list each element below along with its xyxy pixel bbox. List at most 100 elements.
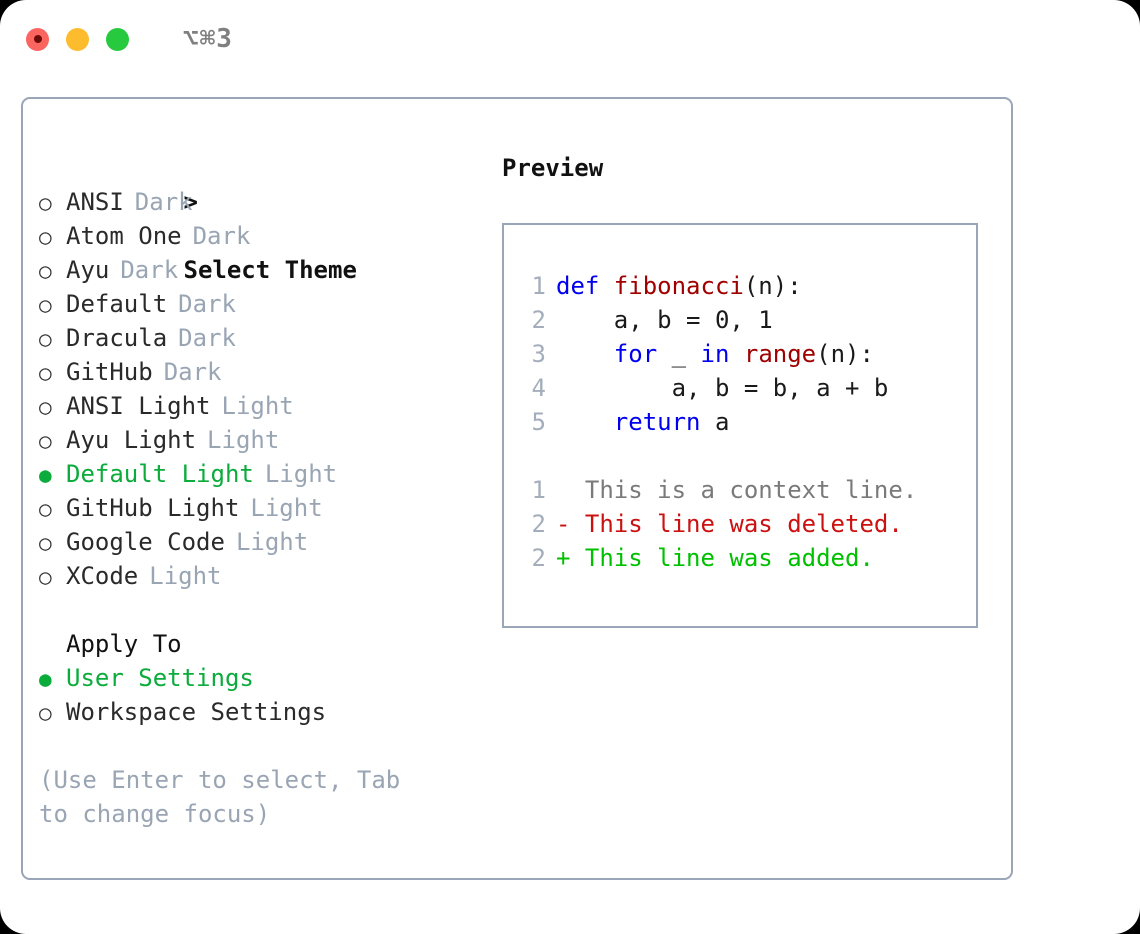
theme-option-default[interactable]: ○ Default Dark	[39, 287, 479, 321]
code-token-kw: def	[556, 272, 614, 300]
code-line-number: 2	[531, 306, 546, 334]
theme-option-default-light[interactable]: ● Default Light Light	[39, 457, 479, 491]
radio-unselected-icon: ○	[39, 361, 52, 385]
minimize-button-icon[interactable]	[66, 27, 89, 51]
theme-option-xcode[interactable]: ○ XCode Light	[39, 559, 479, 593]
code-token-plain	[556, 340, 614, 368]
code-token-plain: (n):	[743, 272, 802, 300]
theme-option-label: Default Light	[66, 460, 254, 488]
code-token-plain: a, b = b, a + b	[556, 374, 889, 402]
traffic-lights	[26, 27, 129, 51]
theme-option-tag: Light	[235, 528, 309, 556]
theme-option-tag: Dark	[120, 256, 179, 284]
theme-option-label: ANSI	[66, 188, 124, 216]
select-theme-header: > Select Theme	[39, 151, 479, 284]
theme-option-tag: Light	[207, 426, 280, 454]
preview-title: Preview	[502, 154, 604, 182]
diff-line-number: 1	[531, 476, 546, 504]
apply-to-option-label: Workspace Settings	[66, 698, 327, 726]
diff-marker-space	[570, 544, 584, 572]
apply-to-header: Apply To	[66, 630, 182, 658]
window-title: ⌥⌘3	[183, 24, 233, 54]
close-button-icon[interactable]	[26, 27, 49, 51]
diff-marker: +	[556, 544, 571, 572]
code-line-number: 1	[531, 272, 546, 300]
theme-option-tag: Dark	[134, 188, 193, 216]
apply-to-option-label: User Settings	[66, 664, 254, 692]
apply-to-option-list: ● User Settings ○ Workspace Settings	[39, 661, 479, 729]
theme-option-label: ANSI Light	[66, 392, 211, 420]
diff-text: This line was deleted.	[584, 510, 903, 538]
theme-option-ansi[interactable]: ○ ANSI Dark	[39, 185, 479, 219]
code-token-plain: a, b = 0, 1	[556, 306, 773, 334]
radio-unselected-icon: ○	[39, 191, 52, 215]
theme-option-label: GitHub	[66, 358, 153, 386]
diff-line-added: 2 + This line was added.	[522, 541, 976, 575]
diff-marker-space	[570, 510, 584, 538]
diff-marker: -	[556, 510, 571, 538]
zoom-button-icon[interactable]	[106, 27, 129, 51]
theme-option-tag: Light	[264, 460, 338, 488]
diff-text: This is a context line.	[584, 476, 918, 504]
window-titlebar: ⌥⌘3	[0, 0, 1140, 78]
radio-unselected-icon: ○	[39, 701, 52, 725]
code-diff-spacer	[522, 439, 976, 473]
theme-option-label: XCode	[66, 562, 139, 590]
code-line-number: 4	[531, 374, 546, 402]
diff-marker	[556, 476, 570, 504]
list-spacer	[39, 593, 479, 627]
radio-unselected-icon: ○	[39, 565, 52, 589]
select-theme-title: Select Theme	[183, 256, 357, 284]
code-line-number: 3	[531, 340, 546, 368]
code-line: 2 a, b = 0, 1	[522, 303, 976, 337]
theme-option-tag: Dark	[192, 222, 251, 250]
radio-selected-icon: ●	[39, 667, 52, 691]
code-line: 1 def fibonacci(n):	[522, 269, 976, 303]
apply-to-option-workspace-settings[interactable]: ○ Workspace Settings	[39, 695, 479, 729]
code-token-fn: fibonacci	[613, 272, 744, 300]
radio-unselected-icon: ○	[39, 531, 52, 555]
radio-unselected-icon: ○	[39, 429, 52, 453]
code-token-plain: _	[657, 340, 701, 368]
diff-line-number: 2	[531, 544, 546, 572]
diff-line-context: 1 This is a context line.	[522, 473, 976, 507]
radio-selected-icon: ●	[39, 463, 52, 487]
code-token-plain: a	[700, 408, 730, 436]
theme-option-ayu-light[interactable]: ○ Ayu Light Light	[39, 423, 479, 457]
theme-option-label: Ayu Light	[66, 426, 197, 454]
theme-option-tag: Light	[149, 562, 222, 590]
code-token-kw: for	[613, 340, 658, 368]
code-line: 5 return a	[522, 405, 976, 439]
theme-option-github[interactable]: ○ GitHub Dark	[39, 355, 479, 389]
apply-to-option-user-settings[interactable]: ● User Settings	[39, 661, 479, 695]
diff-line-deleted: 2- This line was deleted.	[522, 507, 976, 541]
theme-option-label: Default	[66, 290, 168, 318]
theme-option-tag: Dark	[163, 358, 222, 386]
radio-unselected-icon: ○	[39, 293, 52, 317]
code-line: 4 a, b = b, a + b	[522, 371, 976, 405]
code-token-fn: range	[743, 340, 817, 368]
diff-text: This line was added.	[584, 544, 874, 572]
code-token-kw: in	[700, 340, 730, 368]
theme-option-label: Atom One	[66, 222, 182, 250]
code-token-plain	[729, 340, 743, 368]
theme-option-label: Dracula	[66, 324, 168, 352]
theme-option-tag: Dark	[178, 290, 236, 318]
code-token-plain	[556, 408, 614, 436]
code-token-plain: (n):	[816, 340, 874, 368]
diff-marker-space	[570, 476, 584, 504]
radio-unselected-icon: ○	[39, 395, 52, 419]
code-line: 3 for _ in range(n):	[522, 337, 976, 371]
